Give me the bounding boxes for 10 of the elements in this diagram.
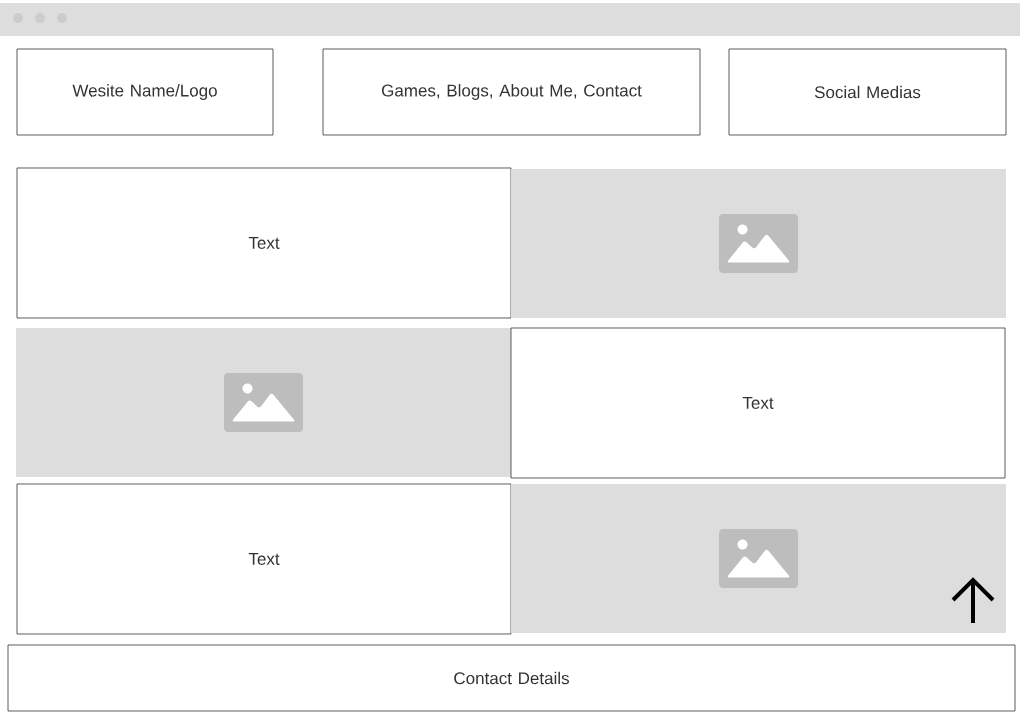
image-placeholder xyxy=(511,484,1006,633)
text-box: Text xyxy=(510,327,1006,479)
text-box: Games, Blogs, About Me, Contact xyxy=(322,48,701,136)
text-box: Text xyxy=(16,167,512,319)
text-box: Text xyxy=(16,483,512,635)
text-box: Wesite Name/Logo xyxy=(16,48,274,136)
text-box: Social Medias xyxy=(728,48,1007,136)
image-placeholder xyxy=(511,169,1006,318)
image-placeholder xyxy=(16,328,511,477)
text-box: Contact Details xyxy=(7,644,1016,712)
